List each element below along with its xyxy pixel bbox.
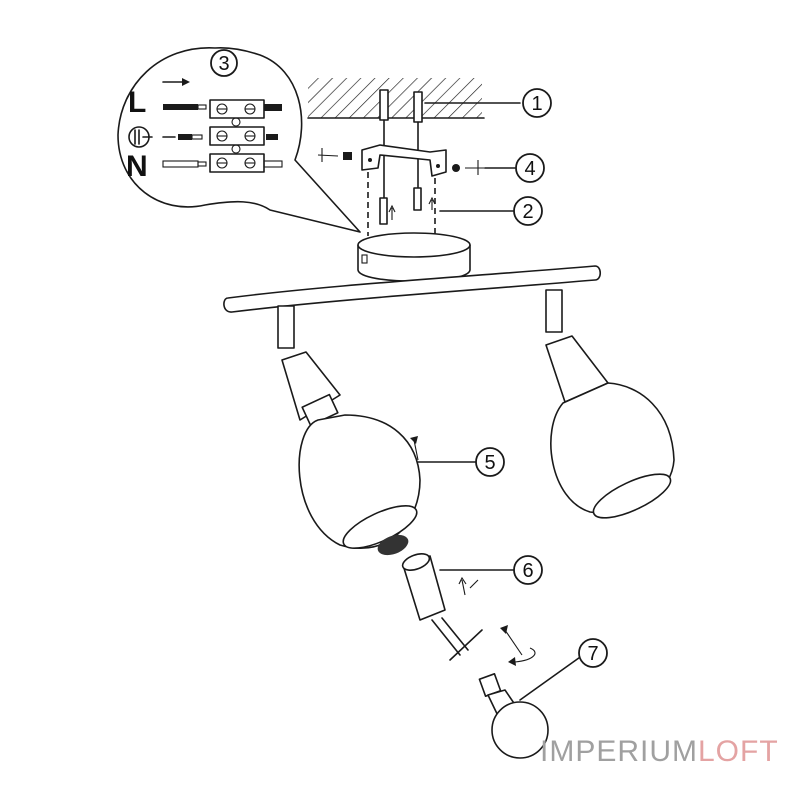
wiring-detail: L N [117, 47, 361, 233]
watermark-part1: IMPERIUM [540, 735, 698, 768]
svg-text:6: 6 [522, 560, 533, 582]
callout-5: 5 [475, 447, 505, 477]
terminal-block [209, 99, 265, 173]
svg-text:3: 3 [218, 53, 229, 75]
svg-text:4: 4 [524, 158, 535, 180]
earth-ground-icon [128, 126, 153, 148]
ceiling-canopy [357, 232, 471, 283]
callout-3: 3 [210, 49, 238, 77]
watermark-logo: IMPERIUMLOFT [540, 735, 779, 769]
rotation-arrow [500, 625, 536, 666]
svg-text:2: 2 [522, 201, 533, 223]
lamp-holder [377, 534, 483, 661]
light-bar [223, 265, 602, 313]
right-spotlight [545, 289, 675, 519]
mounting-screws [367, 172, 436, 240]
left-spotlight [277, 305, 421, 549]
ceiling [307, 78, 485, 119]
callout-1: 1 [522, 88, 552, 118]
svg-text:5: 5 [484, 452, 495, 474]
wire-label-neutral: N [126, 150, 148, 183]
watermark-part2: LOFT [698, 735, 779, 768]
callout-2: 2 [513, 196, 543, 226]
svg-text:1: 1 [531, 93, 542, 115]
anchor-screws [379, 89, 423, 201]
callout-7: 7 [578, 638, 608, 668]
svg-text:7: 7 [587, 643, 598, 665]
callout-6: 6 [513, 555, 543, 585]
light-bulb [478, 673, 549, 759]
wire-label-live: L [128, 86, 146, 119]
callout-4: 4 [515, 153, 545, 183]
mounting-bracket [361, 144, 447, 177]
